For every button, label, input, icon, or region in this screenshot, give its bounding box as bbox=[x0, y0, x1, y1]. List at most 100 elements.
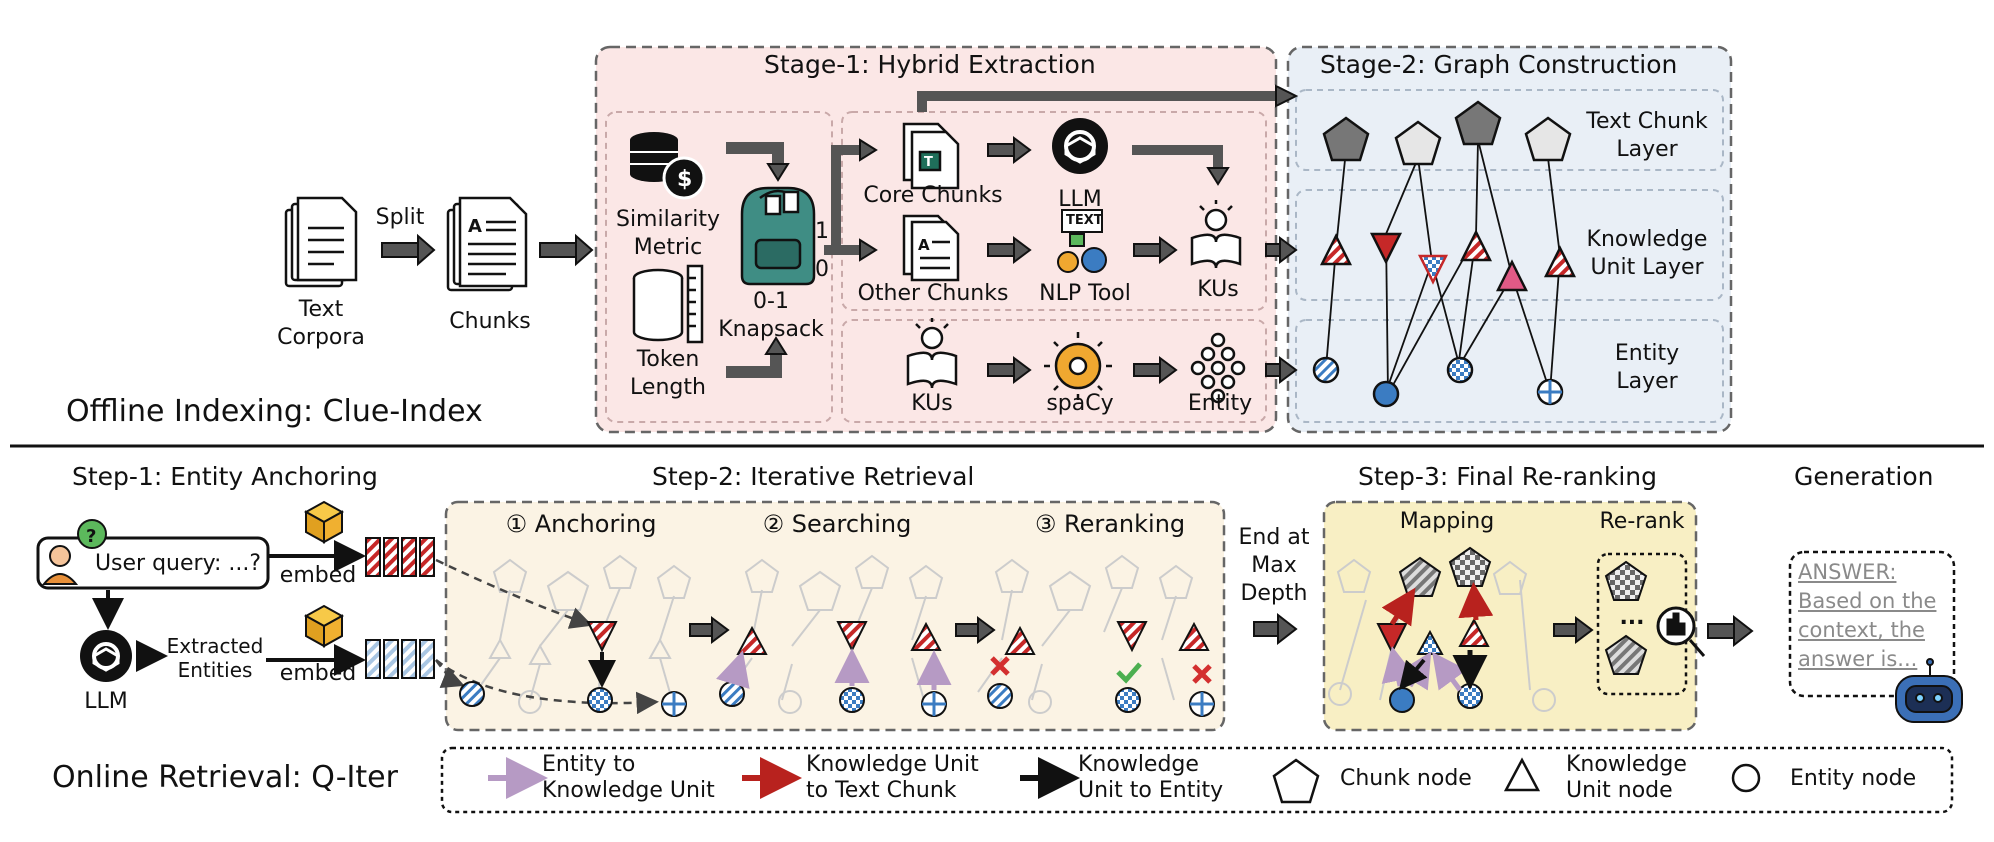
rerank-box bbox=[1596, 552, 1688, 696]
legend-ku-node-icon bbox=[1503, 757, 1541, 792]
step3-to-generation-arrow bbox=[1707, 614, 1754, 648]
entity-cluster-icon bbox=[1190, 332, 1246, 404]
kus-to-spacy-arrow bbox=[987, 356, 1032, 384]
legend-entity-node-icon bbox=[1731, 763, 1761, 793]
answer-text: ANSWER: Based on the context, the answer… bbox=[1798, 560, 1937, 671]
mapping-to-rerank-arrow bbox=[1553, 616, 1594, 644]
user-query-text: User query: ...? bbox=[94, 551, 262, 576]
knapsack-branch-arrows bbox=[824, 145, 862, 255]
similarity-metric-label: Similarity Metric bbox=[615, 207, 721, 260]
other-to-nlp-arrow bbox=[987, 236, 1032, 264]
entity-node bbox=[1312, 356, 1340, 384]
mapping-label: Mapping bbox=[1399, 509, 1495, 534]
query-to-anchor-dashed-arrow bbox=[435, 558, 593, 629]
chunk-node bbox=[1524, 116, 1572, 162]
entity-layer-label: Entity Layer bbox=[1614, 341, 1680, 394]
legend-ku-node: Knowledge Unit node bbox=[1566, 752, 1687, 803]
offline-section-title: Offline Indexing: Clue-Index bbox=[66, 394, 483, 429]
searching-to-reranking-arrow bbox=[955, 616, 996, 644]
user-avatar-icon: ? bbox=[41, 519, 107, 585]
entity-node bbox=[1372, 380, 1400, 408]
spacy-label: spaCy bbox=[1046, 391, 1114, 416]
step2-title: Step-2: Iterative Retrieval bbox=[652, 462, 975, 491]
legend-box bbox=[440, 746, 1954, 814]
cross-icon bbox=[990, 656, 1010, 676]
check-icon bbox=[1116, 662, 1142, 684]
entity-label: Entity bbox=[1187, 391, 1253, 416]
ku-node bbox=[1319, 233, 1353, 266]
rerank-label: Re-rank bbox=[1599, 509, 1685, 534]
other-chunks-icon: A bbox=[902, 214, 960, 282]
embed-cube-icon-bottom bbox=[303, 604, 345, 648]
legend-ku-to-chunk: Knowledge Unit to Text Chunk bbox=[806, 752, 979, 803]
chunk-node bbox=[1454, 100, 1502, 146]
knowledge-unit-layer-label: Knowledge Unit Layer bbox=[1586, 227, 1708, 280]
kus-label: KUs bbox=[1197, 277, 1239, 302]
robot-icon bbox=[1895, 658, 1963, 723]
cross-icon bbox=[1192, 664, 1212, 684]
entity-to-entity-layer-arrow bbox=[1265, 356, 1298, 384]
other-chunks-label: Other Chunks bbox=[857, 281, 1009, 306]
nlp-tool-icon bbox=[1057, 209, 1107, 273]
anchoring-label: ① Anchoring bbox=[505, 510, 657, 538]
chunks-icon: A bbox=[446, 196, 528, 292]
knapsack-label: 0-1 Knapsack bbox=[718, 289, 824, 342]
step3-title: Step-3: Final Re-ranking bbox=[1358, 462, 1658, 491]
searching-label: ② Searching bbox=[762, 510, 912, 538]
nlp-to-kus-arrow bbox=[1133, 236, 1178, 264]
bit-zero-label: 0 bbox=[815, 257, 829, 282]
anchoring-to-searching-arrow bbox=[689, 616, 730, 644]
core-chunks-label: Core Chunks bbox=[863, 183, 1003, 208]
nlp-badge-text: TEXT bbox=[1066, 213, 1103, 228]
legend-entity-node: Entity node bbox=[1790, 766, 1917, 791]
similarity-metric-icon: $ bbox=[630, 132, 706, 200]
answer-box bbox=[1788, 550, 1956, 698]
legend-entity-to-ku: Entity to Knowledge Unit bbox=[542, 752, 715, 803]
ku-node bbox=[1459, 229, 1493, 262]
core-to-llm-arrow bbox=[987, 136, 1032, 164]
max-depth-arrow bbox=[1253, 612, 1298, 646]
kus-to-ku-layer-arrow bbox=[1265, 236, 1298, 264]
text-corpora-label: Text Corpora bbox=[277, 297, 365, 350]
chunks-to-stage1-arrow bbox=[539, 233, 594, 267]
llm-openai-icon-step1 bbox=[80, 630, 132, 682]
ku-node bbox=[1369, 232, 1403, 265]
step1-title: Step-1: Entity Anchoring bbox=[72, 462, 378, 491]
legend-chunk-node: Chunk node bbox=[1340, 766, 1472, 791]
token-length-icon bbox=[632, 264, 704, 344]
split-arrow bbox=[381, 233, 436, 267]
token-length-label: Token Length bbox=[630, 347, 706, 400]
svg-text:A: A bbox=[468, 216, 482, 237]
embed-top-label: embed bbox=[279, 563, 357, 588]
svg-text:A: A bbox=[918, 236, 930, 254]
kus-lower-book-icon bbox=[906, 318, 958, 389]
ku-node bbox=[1543, 245, 1577, 278]
sim-to-knapsack-arrow bbox=[726, 142, 790, 182]
svg-text:$: $ bbox=[677, 167, 692, 192]
nlp-tool-label: NLP Tool bbox=[1039, 281, 1131, 306]
svg-text:?: ? bbox=[86, 526, 96, 547]
ku-node bbox=[1495, 259, 1529, 292]
spacy-to-entity-arrow bbox=[1133, 356, 1178, 384]
stage2-title: Stage-2: Graph Construction bbox=[1320, 50, 1678, 79]
legend-ku-to-entity: Knowledge Unit to Entity bbox=[1078, 752, 1224, 803]
user-query-box bbox=[36, 536, 270, 590]
end-at-max-depth-label: End at Max Depth bbox=[1238, 525, 1310, 606]
kus-book-icon bbox=[1190, 200, 1242, 269]
online-section-title: Online Retrieval: Q-Iter bbox=[52, 760, 398, 795]
llm-openai-icon bbox=[1052, 118, 1108, 174]
chunks-label: Chunks bbox=[449, 309, 531, 334]
legend-chunk-node-icon bbox=[1272, 758, 1320, 804]
magnifier-chart-icon bbox=[1656, 606, 1706, 657]
kus-lower-label: KUs bbox=[911, 391, 953, 416]
llm-to-kus-arrow bbox=[1132, 145, 1230, 186]
llm-step1-label: LLM bbox=[84, 689, 128, 714]
token-to-knapsack-arrow bbox=[726, 336, 788, 378]
core-to-text-layer-arrow bbox=[917, 84, 1299, 112]
extracted-entities-label: Extracted Entities bbox=[166, 634, 264, 682]
llm-label: LLM bbox=[1058, 187, 1102, 212]
entity-nodes bbox=[1312, 356, 1564, 408]
embed-cube-icon-top bbox=[303, 500, 345, 544]
core-chunks-icon: T bbox=[902, 122, 960, 190]
